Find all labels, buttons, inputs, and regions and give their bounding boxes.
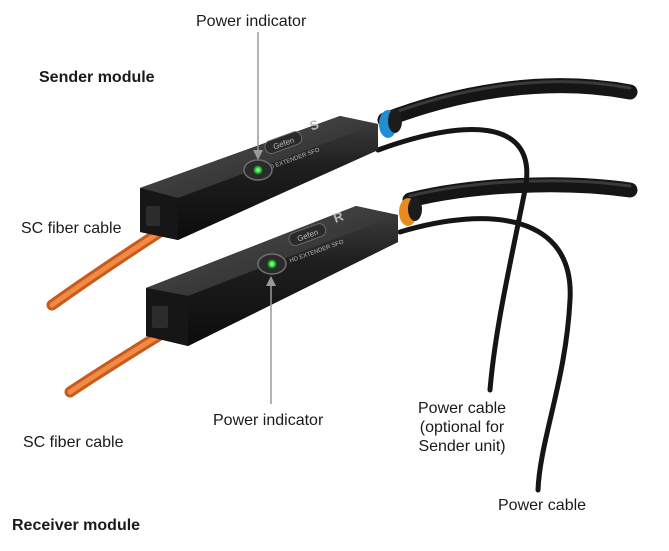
receiver-fiber-cable-highlight bbox=[67, 327, 171, 395]
power-indicator-label-top: Power indicator bbox=[196, 13, 307, 30]
power-indicator-label-bottom: Power indicator bbox=[213, 412, 324, 429]
receiver-module-label: Receiver module bbox=[12, 517, 141, 534]
sender-output-cable bbox=[377, 78, 638, 128]
power-cable-label: Power cable bbox=[498, 497, 587, 514]
power-cable-optional-line-2: (optional for bbox=[419, 419, 505, 436]
sender-power-cable bbox=[375, 127, 530, 393]
power-cable-optional-line-3: Sender unit) bbox=[418, 438, 506, 455]
receiver-module: Gefen HD EXTENDER SFO R bbox=[146, 197, 422, 346]
sender-module-label: Sender module bbox=[39, 69, 155, 86]
receiver-power-cable bbox=[397, 216, 573, 493]
power-cable-optional-label: Power cable (optional for Sender unit) bbox=[418, 399, 506, 456]
power-cable-optional-line-1: Power cable bbox=[418, 400, 507, 417]
sc-fiber-cable-label-bottom: SC fiber cable bbox=[23, 434, 124, 451]
sender-power-led bbox=[253, 165, 263, 175]
sender-fiber-cable-highlight bbox=[49, 229, 163, 308]
receiver-power-led bbox=[267, 259, 277, 269]
sc-fiber-cable-label-top: SC fiber cable bbox=[21, 220, 122, 237]
receiver-output-cable bbox=[402, 177, 638, 208]
